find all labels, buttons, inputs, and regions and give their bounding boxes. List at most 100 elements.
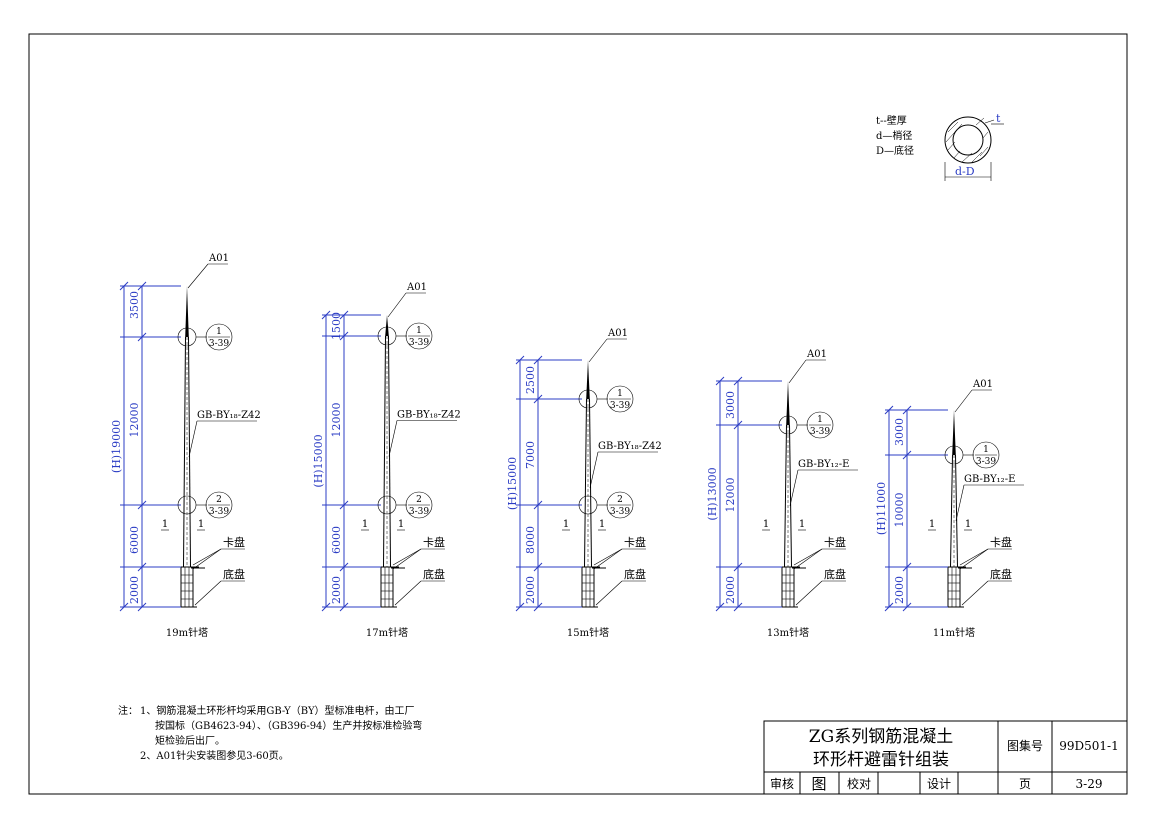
chuck-label: 卡盘: [624, 535, 646, 549]
sheet-border: [28, 33, 1128, 795]
drawing-title-line-1: ZG系列钢筋混凝土: [809, 727, 953, 747]
segment-height-label: 12000: [128, 403, 141, 438]
dimension-tick: [321, 310, 331, 320]
callout-ref: 3-39: [810, 427, 830, 437]
segment-height-label: 6000: [330, 526, 343, 554]
segment-height-label: 2000: [128, 576, 141, 604]
chuck-label: 卡盘: [990, 535, 1012, 549]
segment-height-label: 2000: [524, 576, 537, 604]
callout-bubble: [806, 411, 834, 439]
pole-type-label: GB-BY₁₈-Z42: [197, 410, 261, 421]
tower-caption: 19m针塔: [166, 626, 208, 639]
dimension-tick: [321, 602, 331, 612]
callout-number: 2: [416, 495, 422, 505]
chuck-leader: [192, 548, 222, 566]
callout-bubble: [405, 322, 433, 350]
chuck-leader: [793, 548, 823, 566]
callout-bubble: [606, 385, 634, 413]
dimension-tick: [715, 602, 725, 612]
segment-height-label: 6000: [128, 526, 141, 554]
notes: 注： 1、钢筋混凝土环形杆均采用GB-Y（BY）型标准电杆，由工厂 按国标（GB…: [118, 704, 422, 762]
needle-tip: [385, 315, 389, 336]
pole-type-label: GB-BY₁₂-E: [964, 474, 1015, 485]
chuck-label: 卡盘: [423, 535, 445, 549]
pole-type-label: GB-BY₁₈-Z42: [397, 410, 461, 421]
dimension-tick: [533, 355, 543, 365]
base-leader: [595, 580, 623, 606]
segment-height-label: 3000: [893, 418, 906, 446]
needle-tip: [786, 381, 790, 425]
chuck-leader: [593, 548, 623, 566]
dimension-tick: [533, 562, 543, 572]
dimension-tick: [339, 310, 349, 320]
atlas-number: 99D501-1: [1059, 739, 1118, 753]
callout-number: 1: [216, 327, 222, 337]
segment-height-label: 2000: [330, 576, 343, 604]
pole-shaft-left: [383, 335, 386, 568]
tower-caption: 13m针塔: [767, 626, 809, 639]
chuck-label: 卡盘: [223, 535, 245, 549]
tip-label: A01: [607, 328, 628, 339]
dimension-tick: [137, 281, 147, 291]
dimension-tick: [884, 602, 894, 612]
chuck-leader: [593, 548, 623, 570]
callout-number: 2: [216, 495, 222, 505]
callout-ref: 3-39: [976, 457, 996, 467]
callout-bubble: [606, 491, 634, 519]
pole-label-leader: [589, 451, 599, 489]
legend-base-diameter: D—底径: [876, 144, 914, 157]
notes-line-3: 矩检验后出厂。: [155, 734, 225, 747]
callout-ref: 3-39: [610, 507, 630, 517]
base-label: 底盘: [223, 567, 245, 581]
dimension-tick: [902, 562, 912, 572]
dimension-tick: [715, 376, 725, 386]
pole-shaft-right: [188, 336, 191, 568]
callout-bubble: [405, 491, 433, 519]
dimension-tick: [137, 332, 147, 342]
callout-ref: 3-39: [209, 339, 229, 349]
notes-line-4: 2、A01针尖安装图参见3-60页。: [140, 749, 289, 762]
page-label: 页: [1019, 777, 1031, 791]
dimension-tick: [733, 562, 743, 572]
dimension-tick: [119, 281, 129, 291]
callout-number: 1: [416, 326, 422, 336]
dimension-tick: [533, 602, 543, 612]
pole-shaft-right: [388, 335, 391, 568]
pole-shaft-left: [183, 336, 186, 568]
tip-leader: [187, 263, 209, 289]
dimension-tick: [137, 562, 147, 572]
pole-shaft-right: [789, 424, 792, 568]
dimension-tick: [515, 355, 525, 365]
section-mark-right: 1: [965, 519, 971, 530]
cross-section-legend: t--壁厚 d—梢径 D—底径 t d-D: [876, 112, 1004, 181]
legend-t-label: t: [996, 112, 1001, 125]
dimension-tick: [533, 500, 543, 510]
chuck-leader: [959, 548, 989, 566]
tip-label: A01: [208, 253, 229, 264]
section-mark-left: 1: [763, 519, 769, 530]
segment-height-label: 12000: [724, 478, 737, 513]
tower-caption: 17m针塔: [366, 626, 408, 639]
chuck-leader: [392, 548, 422, 570]
tip-label: A01: [972, 379, 993, 390]
pole-shaft-right: [955, 454, 958, 568]
buried-section: [947, 566, 961, 608]
tip-label: A01: [406, 282, 427, 293]
tower-caption: 11m针塔: [933, 626, 975, 639]
callout-ref: 3-39: [409, 338, 429, 348]
needle-tip: [185, 286, 189, 337]
pole-shaft-left: [950, 454, 953, 568]
segment-height-label: 8000: [524, 526, 537, 554]
pole-label-leader: [789, 469, 799, 507]
dimension-tick: [137, 602, 147, 612]
dimension-tick: [884, 405, 894, 415]
pole-label-leader: [188, 420, 198, 458]
title-block: ZG系列钢筋混凝土 环形杆避雷针组装 图集号 99D501-1 审核 图 校对 …: [763, 720, 1128, 795]
callout-number: 1: [983, 445, 989, 455]
buried-section: [781, 566, 795, 608]
pole-label-leader: [955, 484, 965, 522]
drawing-title-line-2: 环形杆避雷针组装: [813, 750, 949, 770]
legend-dD-label: d-D: [955, 165, 975, 178]
callout-bubble: [972, 441, 1000, 469]
section-mark-right: 1: [599, 519, 605, 530]
